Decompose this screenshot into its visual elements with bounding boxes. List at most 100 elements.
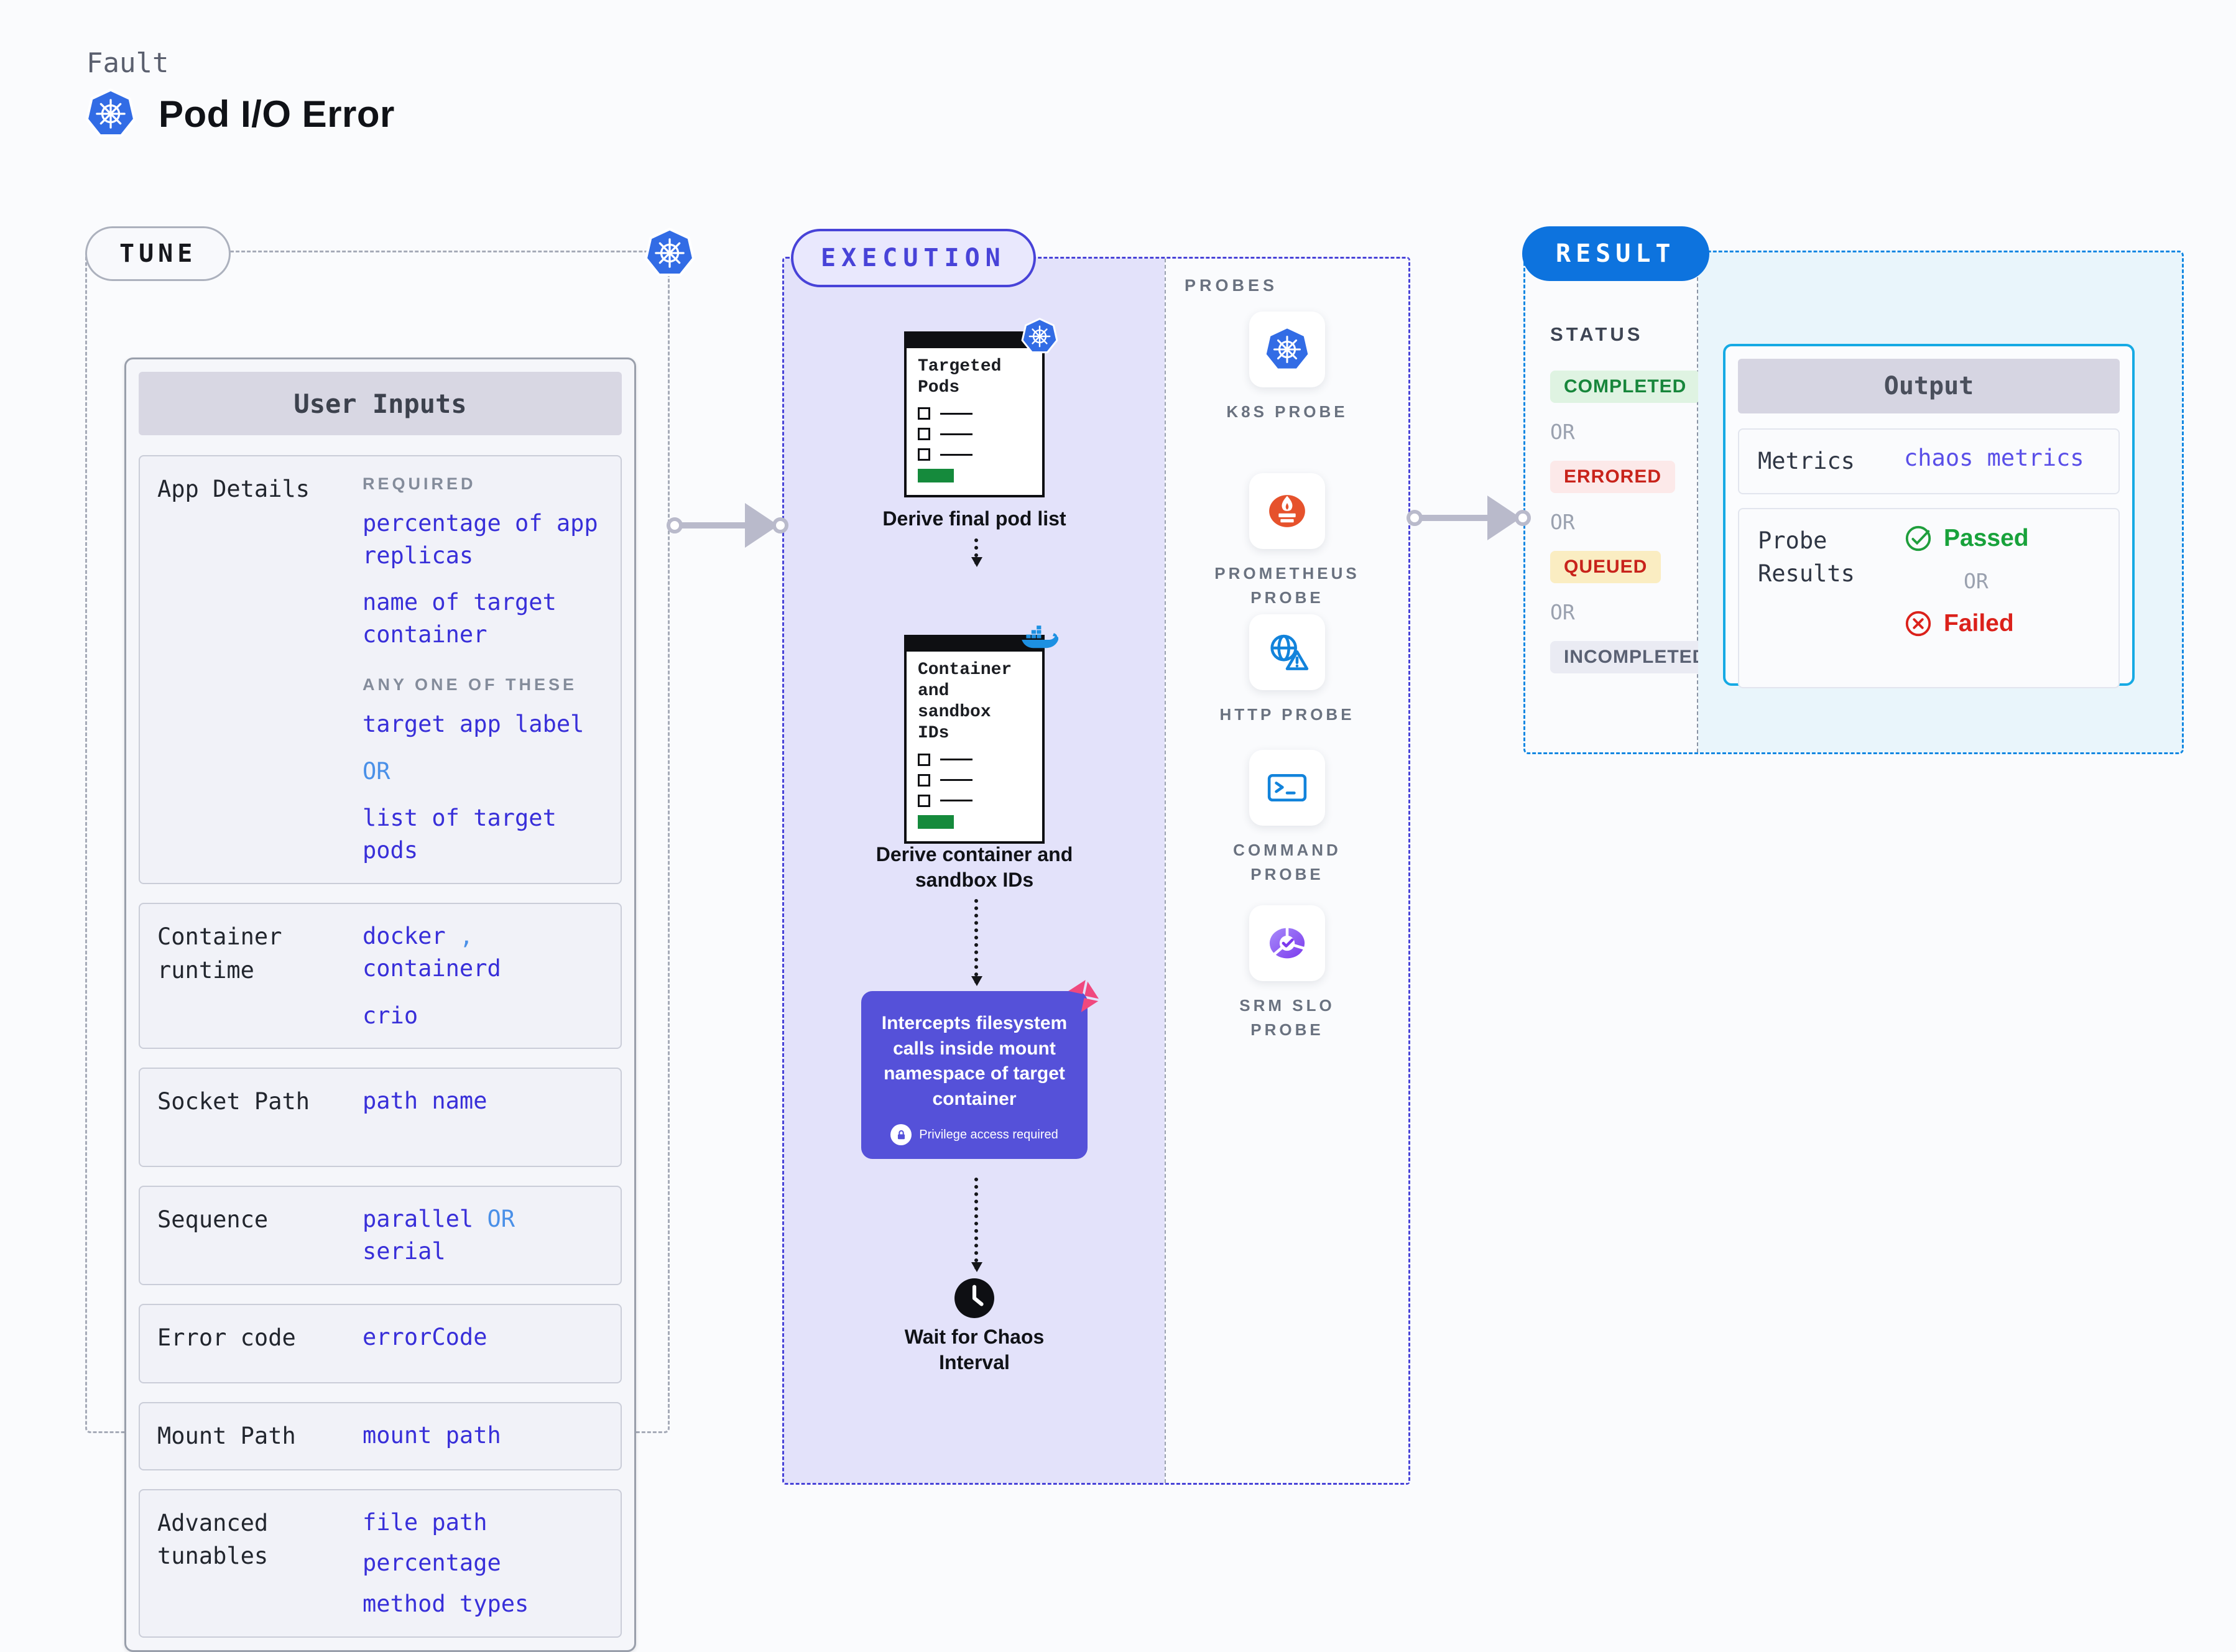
pod-io-error-fault-diagram: { "header": { "eyebrow": "Fault", "title… [85, 47, 2184, 1652]
result-section-label: RESULT [1522, 226, 1709, 281]
input-value: parallel [363, 1206, 474, 1233]
privilege-badge: Privilege access required [875, 1124, 1074, 1145]
checkbox-icon [918, 753, 930, 766]
probe-name: HTTP PROBE [1219, 705, 1355, 724]
arrowhead-icon [971, 557, 982, 567]
checklist-item [918, 448, 1031, 461]
probe-command: COMMAND PROBE [1166, 750, 1408, 887]
or-text: OR [1964, 568, 1989, 593]
checkbox-icon [918, 428, 930, 441]
page-title-row: Pod I/O Error [85, 88, 395, 139]
probe-prometheus: PROMETHEUS PROBE [1166, 473, 1408, 610]
progress-bar [918, 814, 954, 829]
checklist-item [918, 773, 1031, 787]
input-value: path name [363, 1087, 487, 1115]
row-label: Advanced tunables [157, 1509, 269, 1570]
flow-connector [971, 1178, 982, 1272]
connector-dot [1515, 510, 1531, 526]
or-text: OR [1550, 510, 1575, 534]
fault-eyebrow: Fault [86, 47, 169, 79]
tune-to-execution-arrow [667, 497, 788, 553]
privilege-badge-text: Privilege access required [919, 1127, 1058, 1142]
kubernetes-icon [85, 88, 136, 139]
terminal-icon [1267, 773, 1307, 802]
input-value: percentage [363, 1549, 501, 1577]
kubernetes-icon [1021, 318, 1058, 354]
metrics-value: chaos metrics [1904, 445, 2084, 471]
clipboard-title: Container and sandbox IDs [918, 660, 1012, 744]
targeted-pods-clipboard: Targeted Pods [904, 318, 1058, 498]
status-column: STATUS COMPLETED OR ERRORED OR QUEUED OR… [1525, 252, 1721, 752]
probe-card [1249, 750, 1325, 826]
user-inputs-header: User Inputs [139, 372, 622, 435]
input-value: target app label [363, 710, 584, 737]
step-caption: Wait for Chaos Interval [904, 1326, 1045, 1373]
input-value: errorCode [363, 1323, 487, 1350]
metrics-label: Metrics [1758, 448, 1855, 474]
flow-connector [971, 538, 982, 567]
checklist-item [918, 753, 1031, 766]
connector-dot [772, 517, 788, 533]
output-card: Output Metrics chaos metrics Probe Resul… [1723, 344, 2135, 688]
page-title: Pod I/O Error [159, 93, 395, 135]
chaos-pinwheel-icon [1068, 980, 1099, 1013]
passed-row: Passed [1904, 524, 2029, 553]
row-label: Mount Path [157, 1422, 296, 1449]
probe-name: COMMAND PROBE [1233, 841, 1341, 884]
failed-text: Failed [1944, 609, 2014, 637]
kubernetes-icon [644, 228, 695, 279]
arrowhead-icon [971, 1262, 982, 1272]
checklist-item [918, 407, 1031, 420]
row-label: Error code [157, 1324, 296, 1351]
row-label: Container runtime [157, 923, 282, 984]
input-value: mount path [363, 1421, 501, 1449]
required-caption: REQUIRED [363, 474, 476, 493]
arrowhead-icon [971, 976, 982, 986]
checkbox-icon [918, 794, 930, 807]
docker-icon [1022, 625, 1058, 648]
probe-card [1249, 614, 1325, 690]
connector-dot [667, 517, 683, 533]
probe-card [1249, 905, 1325, 981]
row-label: App Details [157, 476, 310, 502]
flow-connector [971, 899, 982, 986]
intercept-step-text: Intercepts filesystem calls inside mount… [881, 1013, 1068, 1109]
checklist-item [918, 428, 1031, 441]
probes-label: PROBES [1185, 276, 1278, 295]
input-value: serial [363, 1238, 446, 1265]
execution-to-result-arrow [1407, 490, 1531, 546]
execution-flow: Targeted Pods Derive final pod list Co [784, 259, 1165, 1483]
tune-section-label: TUNE [85, 226, 231, 281]
probe-results-row: Probe Results Passed OR Failed [1738, 507, 2120, 688]
input-value: containerd [363, 954, 501, 982]
failed-row: Failed [1904, 609, 2029, 638]
result-section: STATUS COMPLETED OR ERRORED OR QUEUED OR… [1523, 251, 2184, 754]
status-label: STATUS [1550, 323, 1643, 345]
probe-k8s: K8S PROBE [1166, 311, 1408, 424]
input-value: list of target pods [363, 805, 557, 864]
or-text: OR [1550, 600, 1575, 624]
connector-dot [1407, 510, 1423, 526]
checkbox-icon [918, 407, 930, 420]
output-area: Output Metrics chaos metrics Probe Resul… [1698, 252, 2182, 752]
output-header: Output [1738, 359, 2120, 413]
row-label: Sequence [157, 1206, 269, 1234]
clipboard-titlebar [906, 637, 1043, 652]
row-socket-path: Socket Path path name [139, 1068, 622, 1168]
slo-donut-check-icon [1269, 926, 1305, 959]
probes-section: PROBES K8S PROBE PROMETHEUS PROBE [1165, 259, 1408, 1483]
checklist-item [918, 794, 1031, 807]
input-value: percentage of app replicas [363, 509, 598, 569]
or-text: OR [487, 1206, 515, 1233]
user-inputs-rows: App Details REQUIRED percentage of app r… [139, 455, 622, 1638]
passed-text: Passed [1944, 524, 2029, 551]
probe-name: PROMETHEUS PROBE [1214, 564, 1360, 607]
clipboard-titlebar [906, 333, 1043, 348]
row-error-code: Error code errorCode [139, 1303, 622, 1383]
separator: , [459, 922, 474, 949]
metrics-row: Metrics chaos metrics [1738, 428, 2120, 494]
check-circle-icon [1905, 525, 1931, 551]
any-one-caption: ANY ONE OF THESE [363, 675, 578, 694]
tune-section: User Inputs App Details REQUIRED percent… [85, 251, 670, 1652]
or-text: OR [363, 757, 390, 785]
